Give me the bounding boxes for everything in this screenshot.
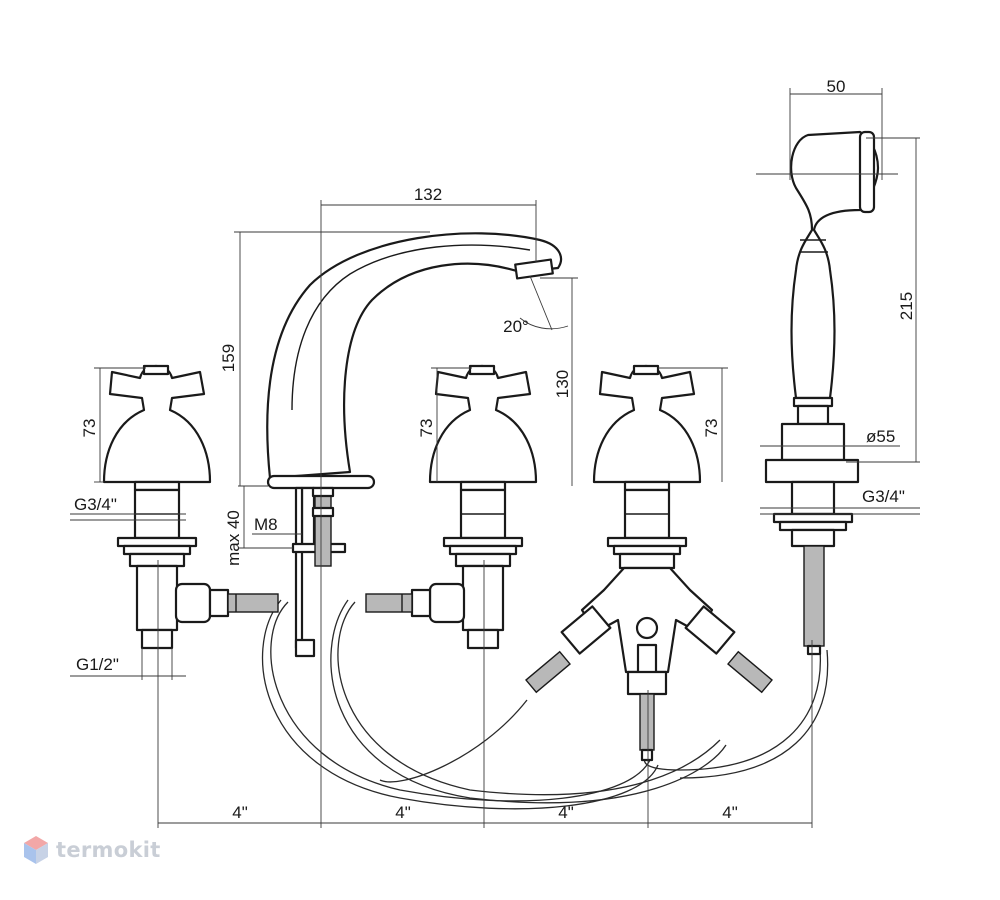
dim-bolt: M8 — [254, 515, 278, 534]
center-valve — [365, 364, 538, 650]
dim-handle-height-left: 73 — [80, 419, 99, 438]
dim-handle-height-center: 73 — [417, 419, 436, 438]
dim-spout-reach: 132 — [414, 185, 442, 204]
spout — [266, 232, 563, 658]
brand-watermark: termokit — [22, 834, 161, 866]
dim-thread-left: G3/4" — [74, 495, 117, 514]
dim-spout-angle: 20° — [503, 317, 529, 336]
dim-max-deck: max 40 — [224, 510, 243, 566]
flexible-hoses — [262, 599, 829, 810]
cube-logo-icon — [24, 836, 48, 864]
dim-shower-length: 215 — [897, 292, 916, 320]
dim-thread-right: G3/4" — [862, 487, 905, 506]
dim-spacing-1: 4" — [232, 803, 248, 822]
dimension-labels: 132 159 130 20° 73 73 73 G3/4" G1/2" M8 … — [74, 77, 916, 822]
dim-spacing-4: 4" — [722, 803, 738, 822]
left-valve — [102, 364, 279, 650]
dim-spout-height: 159 — [219, 344, 238, 372]
dim-handle-height-right: 73 — [702, 419, 721, 438]
brand-name: termokit — [56, 838, 161, 862]
dimension-lines — [70, 88, 920, 828]
dim-shower-width: 50 — [827, 77, 846, 96]
diverter-valve — [525, 364, 773, 762]
dim-thread-left-bottom: G1/2" — [76, 655, 119, 674]
dim-shower-base-diameter: ø55 — [866, 427, 895, 446]
hand-shower — [764, 130, 880, 656]
dim-spacing-2: 4" — [395, 803, 411, 822]
dim-outlet-height: 130 — [553, 370, 572, 398]
dim-spacing-3: 4" — [558, 803, 574, 822]
